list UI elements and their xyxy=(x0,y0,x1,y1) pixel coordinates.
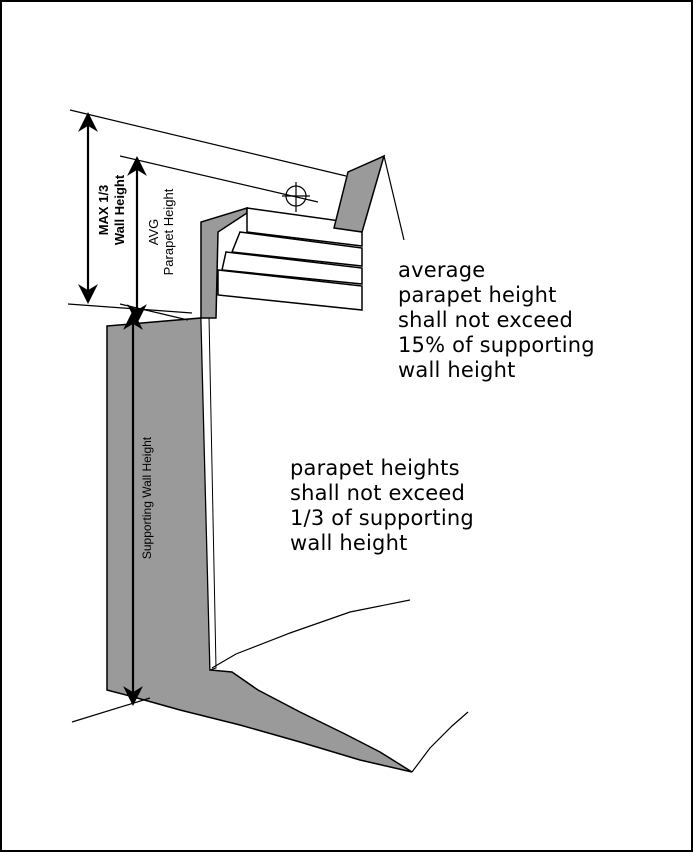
callout-line: parapet heights xyxy=(290,456,460,480)
wall-base-line xyxy=(211,599,411,669)
callout-max-parapet: parapet heights shall not exceed 1/3 of … xyxy=(290,456,474,556)
gable-slope-line xyxy=(383,155,405,241)
avg-label-1: AVG xyxy=(146,219,161,246)
callout-line: average xyxy=(398,258,486,282)
callout-line: wall height xyxy=(290,531,408,555)
max-one-third-label-1: MAX 1/3 xyxy=(96,185,111,236)
callout-line: wall height xyxy=(398,358,516,382)
callout-average-parapet: average parapet height shall not exceed … xyxy=(398,258,595,383)
gable-peak xyxy=(333,154,386,233)
dimension-arrows xyxy=(78,112,147,706)
max-one-third-label-2: Wall Height xyxy=(112,174,127,245)
base-right-edge xyxy=(411,711,469,773)
avg-label-2: Parapet Height xyxy=(161,188,176,275)
callout-line: 15% of supporting xyxy=(398,333,595,357)
cornice-moldings xyxy=(217,207,363,311)
crosshair-circle-icon xyxy=(282,182,310,212)
callout-line: shall not exceed xyxy=(398,308,574,332)
callout-line: shall not exceed xyxy=(290,481,466,505)
supporting-wall-height-label: Supporting Wall Height xyxy=(140,436,154,559)
callout-line: 1/3 of supporting xyxy=(290,506,474,530)
callout-line: parapet height xyxy=(398,283,557,307)
supporting-wall xyxy=(106,317,413,773)
